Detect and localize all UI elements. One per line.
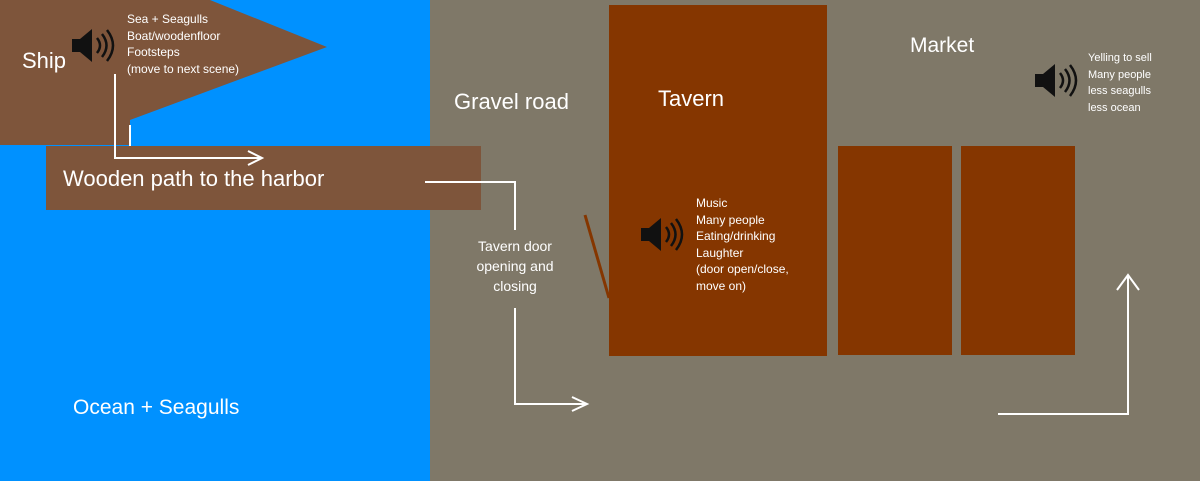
ship-sound-notes: Sea + Seagulls Boat/woodenfloor Footstep… xyxy=(127,12,240,76)
arrow-ship-to-path xyxy=(114,74,262,159)
market-label: Market xyxy=(910,34,975,57)
arrow-ship-to-path-head xyxy=(247,150,265,166)
speaker-icon xyxy=(641,218,684,251)
ship-shape xyxy=(0,0,327,136)
ocean-label: Ocean + Seagulls xyxy=(73,396,240,419)
speaker-icon xyxy=(72,29,115,62)
tavern-door-note: Tavern door opening and closing xyxy=(476,238,554,294)
wooden-path-shape xyxy=(46,146,481,210)
arrow-path-to-road xyxy=(425,181,516,230)
path-arrows xyxy=(114,74,1140,415)
market-stall-2 xyxy=(961,146,1075,355)
speaker-icon xyxy=(1035,64,1078,97)
arrow-to-market xyxy=(998,275,1129,415)
market-sound-notes: Yelling to sell Many people less seagull… xyxy=(1088,52,1152,114)
ship-hull-lower xyxy=(0,105,130,145)
tavern-building xyxy=(609,5,827,356)
tavern-label: Tavern xyxy=(658,86,725,111)
gravel-road-label: Gravel road xyxy=(454,89,569,114)
arrow-road-to-tavern-head xyxy=(571,396,590,412)
tavern-sound-notes: Music Many people Eating/drinking Laught… xyxy=(696,196,789,293)
market-stall-1 xyxy=(838,146,952,355)
arrow-to-market-head xyxy=(1116,273,1140,291)
tavern-door xyxy=(583,214,611,299)
arrow-road-to-tavern xyxy=(514,308,587,405)
ship-label: Ship xyxy=(22,48,67,73)
wooden-path-label: Wooden path to the harbor xyxy=(63,166,325,191)
